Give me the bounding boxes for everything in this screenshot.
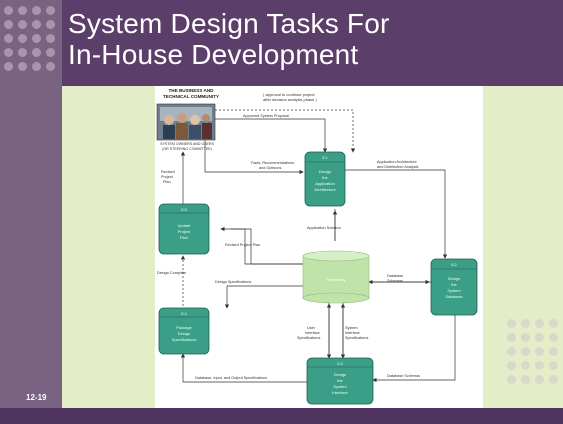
label-db-schemas-bottom: Database Schemas — [387, 374, 420, 378]
task-5-4: 5.4 Package Design Specifications — [158, 307, 210, 355]
slide-number: 12-19 — [26, 393, 47, 402]
svg-text:5.3: 5.3 — [337, 361, 343, 366]
label-db-schemas-1: Database — [387, 274, 403, 278]
label-user-iface-3: Specifications — [297, 336, 321, 340]
title-line-2: In-House Development — [68, 39, 359, 70]
svg-text:System: System — [333, 384, 347, 389]
label-revised-2: Project — [161, 175, 174, 179]
dot-pattern-bottom-right — [505, 315, 560, 405]
svg-text:the: the — [451, 282, 457, 287]
task-5-3: 5.3 Design the System Interface — [306, 357, 374, 405]
dot-pattern-top-left — [0, 0, 62, 100]
community-caption-2: (OR STEERING COMMITTEE) — [162, 147, 212, 151]
diagram-svg: THE BUSINESS AND TECHNICAL COMMUNITY SYS… — [156, 88, 478, 405]
svg-text:Package: Package — [176, 325, 192, 330]
label-app-schema: Application Schema — [307, 226, 341, 230]
svg-text:the: the — [322, 175, 328, 180]
left-side-panel — [62, 86, 155, 408]
svg-text:Design: Design — [448, 276, 460, 281]
label-design-specs: Design Specifications — [215, 280, 251, 284]
svg-text:5.5: 5.5 — [181, 207, 187, 212]
task-5-2: 5.2 Design the System Database — [430, 258, 478, 316]
title-band — [62, 0, 563, 86]
bottom-band — [0, 408, 563, 424]
label-app-arch-1: Application Architecture — [377, 160, 417, 164]
label-revised-project-plan: Revised Project Plan — [225, 243, 260, 247]
label-revised-1: Revised — [161, 170, 175, 174]
svg-text:Application: Application — [315, 181, 335, 186]
repository-label: Repository — [326, 277, 345, 282]
label-user-iface-2: Interface — [305, 331, 320, 335]
label-user-iface-1: User — [307, 326, 316, 330]
svg-text:Design: Design — [178, 331, 190, 336]
svg-text:Specifications: Specifications — [172, 337, 197, 342]
svg-text:System: System — [447, 288, 461, 293]
svg-text:the: the — [337, 378, 343, 383]
label-facts-2: and Opinions — [259, 166, 281, 170]
label-db-schemas-2: Schemas — [387, 279, 403, 283]
label-sys-iface-1: System — [345, 326, 358, 330]
label-db-io-specs: Database, Input, and Output Specificatio… — [195, 376, 267, 380]
label-facts-1: Facts, Recommendations, — [251, 161, 295, 165]
community-title-2: TECHNICAL COMMUNITY — [163, 94, 219, 99]
task-5-1: 5.1 Design the Application Architecture — [304, 151, 346, 207]
community-title-1: THE BUSINESS AND — [168, 88, 214, 93]
svg-text:Project: Project — [178, 229, 191, 234]
svg-text:5.2: 5.2 — [451, 262, 457, 267]
label-approved-proposal: Approved System Proposal — [243, 114, 289, 118]
approval-note-2: after decision analysis phase ) — [263, 97, 317, 102]
label-revised-3: Plan — [163, 180, 171, 184]
label-design-complete: Design Complete — [157, 271, 186, 275]
svg-text:Design: Design — [334, 372, 346, 377]
svg-text:Architecture: Architecture — [314, 187, 336, 192]
svg-text:5.4: 5.4 — [181, 311, 187, 316]
slide-title: System Design Tasks For In-House Develop… — [68, 8, 508, 70]
label-sys-iface-2: Interface — [345, 331, 360, 335]
label-app-arch-2: and Distribution Analysis — [377, 165, 418, 169]
label-sys-iface-3: Specifications — [345, 336, 369, 340]
approval-note-1: ( approval to continue project — [263, 92, 315, 97]
repository-store: Repository — [302, 250, 370, 304]
flow-lines — [180, 109, 456, 383]
svg-text:Interface: Interface — [332, 390, 348, 395]
community-photo — [156, 103, 216, 141]
svg-text:Update: Update — [178, 223, 192, 228]
svg-text:Database: Database — [445, 294, 463, 299]
community-caption-1: SYSTEM OWNERS AND USERS — [160, 142, 214, 146]
svg-text:Plan: Plan — [180, 235, 188, 240]
process-diagram: THE BUSINESS AND TECHNICAL COMMUNITY SYS… — [155, 86, 483, 408]
svg-text:Design: Design — [319, 169, 331, 174]
svg-text:5.1: 5.1 — [322, 155, 328, 160]
task-5-5: 5.5 Update Project Plan — [158, 203, 210, 255]
title-line-1: System Design Tasks For — [68, 8, 390, 39]
